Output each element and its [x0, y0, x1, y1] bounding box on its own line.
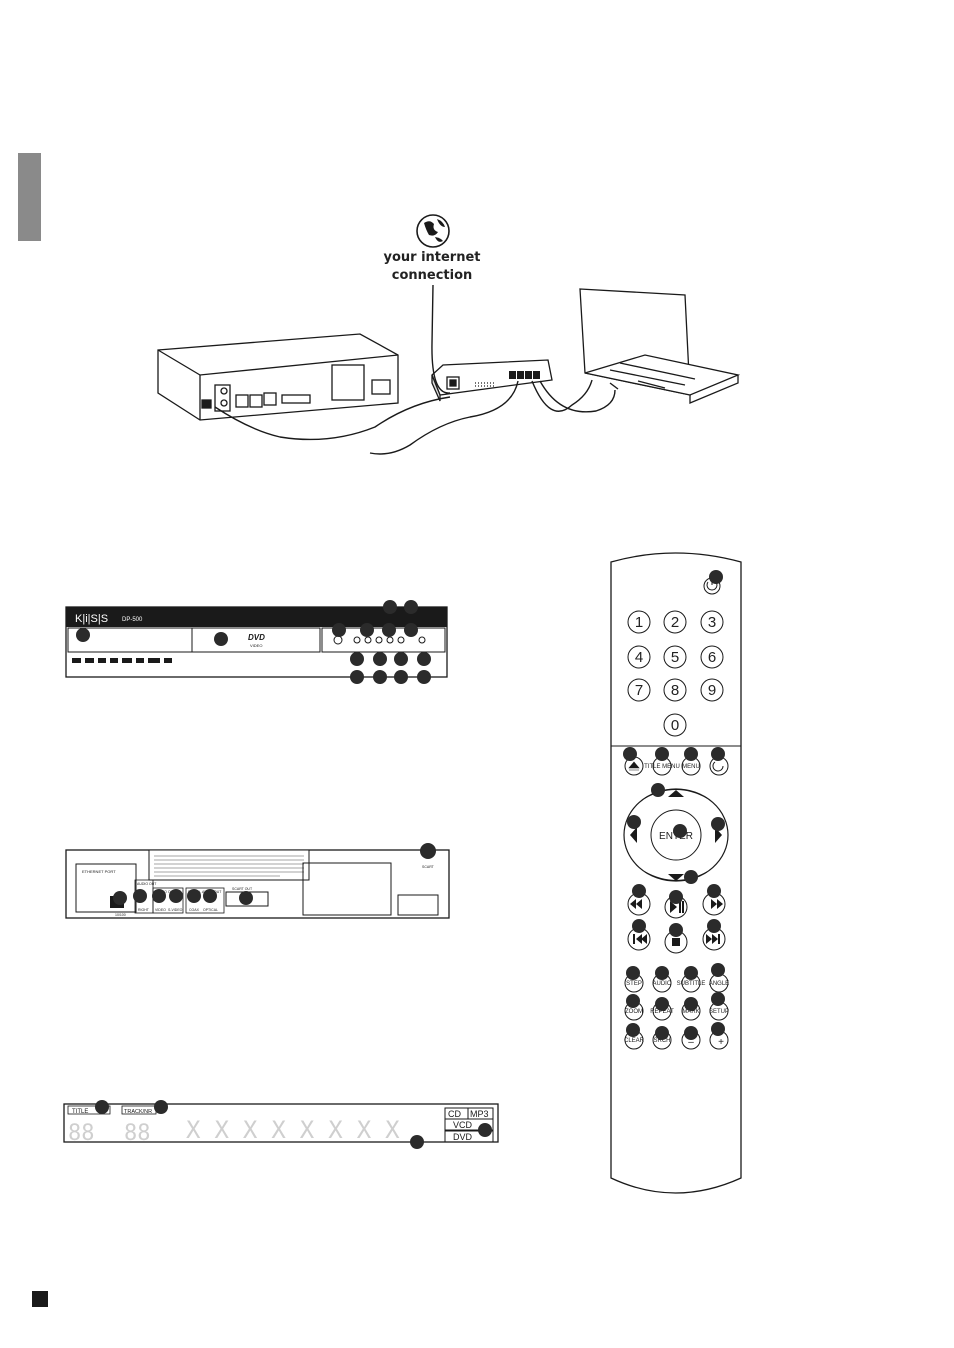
front-dvd-logo: DVD: [248, 633, 265, 642]
caption-line-2: connection: [391, 268, 473, 283]
router-illustration: [431, 359, 553, 402]
key-6: 6: [708, 649, 716, 666]
format-dvd: DVD: [453, 1132, 473, 1142]
front-model: DP-500: [122, 617, 143, 623]
jack-label-right: RIGHT: [138, 908, 150, 912]
play-pause-icon: [670, 901, 684, 913]
svg-text:88: 88: [124, 1121, 151, 1146]
group-label-video: VIDEO OUT: [156, 890, 176, 894]
key-9: 9: [708, 682, 716, 699]
key-2: 2: [671, 614, 679, 631]
rear-ethernet-label: ETHERNET PORT: [82, 869, 116, 874]
key-7: 7: [635, 682, 643, 699]
key-3: 3: [708, 614, 716, 631]
rear-panel-diagram: ETHERNET PORT 10/100 AUDIO OUT RIGHT VID…: [65, 843, 450, 919]
front-dvd-sub: VIDEO: [250, 643, 262, 648]
key-8: 8: [671, 682, 679, 699]
network-diagram: [157, 214, 741, 455]
internet-connection-caption: your internet connection: [380, 249, 484, 285]
setup-label: SETUP: [709, 1009, 729, 1015]
lcd-track-label: TRACK/NR: [124, 1109, 152, 1115]
svg-text:88: 88: [68, 1121, 95, 1146]
audio-label: AUDIO: [652, 981, 671, 987]
volume-down-label: –: [688, 1037, 694, 1048]
caption-line-1: your internet: [383, 250, 481, 265]
switch-label: SCART: [422, 865, 435, 869]
fast-forward-icon: [711, 899, 723, 909]
clear-label: CLEAR: [624, 1038, 645, 1044]
dvd-player-illustration: [157, 333, 399, 421]
angle-label: ANGLE: [709, 981, 729, 987]
lcd-title-label: TITLE: [72, 1109, 88, 1115]
remote-control-diagram: 1 2 3 4 5 6 7 8 9 0 TITLE MENU MENU ENTE…: [610, 552, 742, 1194]
front-brand: K|i|S|S: [75, 613, 108, 625]
next-icon: [706, 934, 720, 944]
volume-up-label: +: [718, 1037, 724, 1048]
jack-label-optical: OPTICAL: [203, 908, 218, 912]
jack-label-video: VIDEO: [155, 908, 166, 912]
laptop-illustration: [579, 288, 741, 404]
format-vcd: VCD: [453, 1120, 473, 1130]
step-label: STEP: [626, 981, 642, 987]
mark-label: MARK: [682, 1009, 699, 1015]
zoom-label: ZOOM: [625, 1009, 643, 1015]
search-label: SRCH: [653, 1038, 670, 1044]
jack-label-audio: AUDIO OUT: [137, 882, 157, 886]
return-icon: [712, 761, 724, 772]
arrow-left-icon: [630, 827, 637, 843]
rewind-icon: [630, 899, 642, 909]
arrow-down-icon: [668, 874, 684, 881]
display-panel-diagram: TITLE TRACK/NR 88 88 XXXXXXXX CD MP3 VCD…: [63, 1100, 499, 1149]
repeat-label: REPEAT: [650, 1009, 674, 1015]
format-cd: CD: [448, 1109, 461, 1119]
section-tab: [18, 153, 41, 241]
stop-icon: [672, 938, 680, 946]
arrow-right-icon: [715, 827, 722, 843]
jack-label-coax: COAX: [189, 908, 200, 912]
jack-label-scart: SCART OUT: [232, 887, 253, 891]
jack-label-lan: 10/100: [115, 913, 126, 917]
key-5: 5: [671, 649, 679, 666]
page-marker: [32, 1291, 48, 1307]
jack-label-svideo: S-VIDEO: [168, 908, 183, 912]
globe-icon: [416, 214, 450, 248]
key-4: 4: [635, 649, 643, 666]
previous-icon: [633, 934, 647, 944]
key-1: 1: [635, 614, 643, 631]
arrow-up-icon: [668, 790, 684, 797]
svg-text:XXXXXXXX: XXXXXXXX: [186, 1116, 414, 1144]
key-0: 0: [671, 717, 679, 734]
eject-icon: [628, 761, 640, 771]
front-panel-diagram: K|i|S|S DP-500 DVD VIDEO: [65, 600, 448, 684]
menu-label: MENU: [682, 764, 700, 770]
title-menu-label: TITLE MENU: [644, 764, 680, 770]
subtitle-label: SUBTITLE: [677, 981, 706, 987]
format-mp3: MP3: [470, 1109, 489, 1119]
